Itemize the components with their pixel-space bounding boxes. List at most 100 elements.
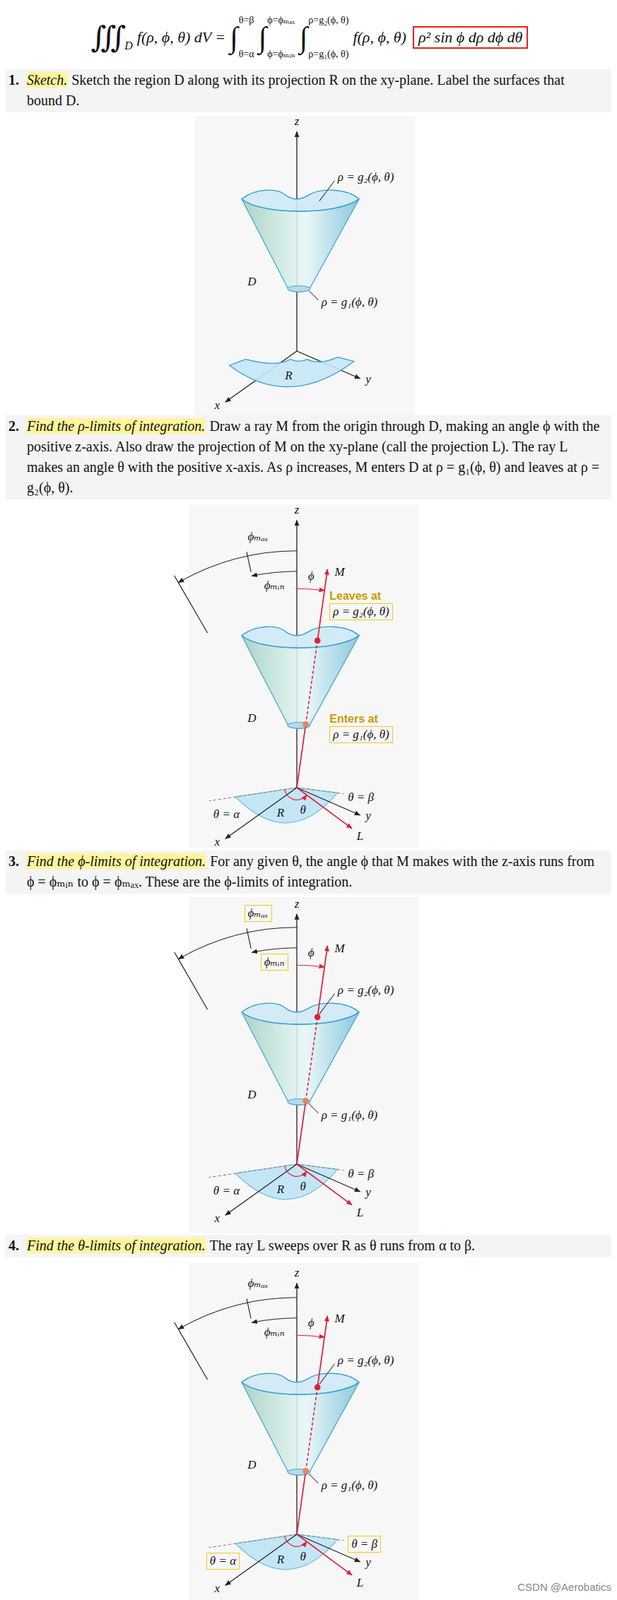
region-label: D — [247, 1088, 256, 1103]
integrand-text: ρ² sin ϕ dρ dϕ dθ — [418, 28, 523, 46]
callout-box: ϕₘₐₓ — [244, 905, 273, 923]
integrand-box: ρ² sin ϕ dρ dϕ dθ — [412, 26, 528, 49]
integral-limits: ϕ=ϕₘₐₓ ϕ=ϕₘᵢₙ — [267, 15, 296, 60]
step-band: 2.Find the ρ-limits of integration.Draw … — [5, 415, 612, 500]
limit-text: θ = β — [347, 1536, 381, 1554]
axis-label: z — [294, 897, 300, 912]
projection-label: R — [277, 1553, 285, 1568]
formula-text: f(ρ, ϕ, θ) dV = — [137, 28, 226, 47]
angle-label: ϕ — [308, 946, 315, 961]
step-heading: Sketch. — [26, 72, 68, 88]
figure-panel — [188, 1263, 420, 1600]
callout-box: Leaves atρ = g₂(ϕ, θ) — [329, 589, 393, 621]
step-number: 2. — [8, 416, 27, 499]
step-content: Find the ρ-limits of integration.Draw a … — [26, 416, 603, 499]
callout-box: θ = α — [206, 1553, 240, 1571]
angle-label: θ = α — [213, 807, 240, 822]
region-subscript: D — [124, 39, 133, 53]
upper-limit: ϕ=ϕₘₐₓ — [267, 15, 296, 26]
step-content: Find the ϕ-limits of integration.For any… — [26, 851, 603, 893]
axis-label: z — [294, 1266, 300, 1281]
axis-label: y — [365, 1185, 372, 1201]
callout-box: ϕₘᵢₙ — [260, 954, 289, 972]
region-label: D — [247, 1458, 256, 1473]
surface-label: ρ = g₁(ϕ, θ) — [321, 1108, 379, 1124]
integral-sign: ∫ — [229, 22, 239, 53]
formula-part: ∫θ=β θ=α — [229, 15, 254, 60]
angle-label: ϕₘᵢₙ — [264, 578, 285, 593]
figure-phi-limits — [174, 914, 361, 1216]
step-heading: Find the θ-limits of integration. — [26, 1238, 206, 1254]
limit-text: θ = α — [206, 1553, 240, 1571]
angle-label: ϕ — [308, 569, 315, 584]
angle-label: θ — [299, 1180, 306, 1195]
step-heading: Find the ϕ-limits of integration. — [26, 853, 206, 870]
formula-text: f(ρ, ϕ, θ) — [352, 28, 407, 47]
axis-label: z — [294, 114, 300, 129]
angle-label: θ — [299, 803, 306, 818]
formula-part: f(ρ, ϕ, θ) — [352, 28, 407, 47]
ray-label: L — [356, 1576, 364, 1591]
region-label: D — [247, 711, 256, 726]
integral-limits: θ=β θ=α — [238, 15, 255, 60]
step-number: 4. — [8, 1236, 27, 1257]
limit-text: ρ = g₂(ϕ, θ) — [329, 603, 393, 621]
angle-label: θ — [299, 1550, 306, 1565]
ray-label: M — [335, 1312, 345, 1327]
callout-box: Enters atρ = g₁(ϕ, θ) — [329, 712, 393, 744]
axis-label: y — [365, 1556, 372, 1571]
figure-panel — [194, 115, 415, 416]
triple-integral-sign: ∭ — [91, 22, 127, 53]
integral-sign: ∫ — [258, 22, 268, 53]
step-band: 3.Find the ϕ-limits of integration.For a… — [5, 850, 612, 895]
upper-limit: ρ=g₂(ϕ, θ) — [308, 15, 349, 26]
ray-label: L — [356, 1206, 364, 1221]
step-content: Find the θ-limits of integration.The ray… — [26, 1236, 603, 1257]
ray-label: M — [335, 565, 345, 580]
angle-label: θ = β — [347, 1167, 374, 1182]
angle-label: ϕₘₐₓ — [248, 530, 269, 545]
step-number: 1. — [8, 69, 27, 111]
formula-part: ∭D — [91, 22, 133, 53]
angle-label: ϕₘᵢₙ — [264, 1325, 285, 1341]
surface-label: ρ = g₂(ϕ, θ) — [337, 983, 395, 998]
axis-label: x — [214, 1582, 221, 1597]
step-number: 3. — [8, 851, 27, 893]
surface-label: ρ = g₁(ϕ, θ) — [321, 1479, 379, 1494]
lower-limit: ϕ=ϕₘᵢₙ — [267, 49, 296, 60]
figure-panel — [188, 897, 420, 1234]
projection-label: R — [277, 1183, 285, 1198]
limit-text: ϕₘᵢₙ — [260, 954, 289, 972]
angle-label: ϕₘₐₓ — [248, 1277, 269, 1292]
axis-label: y — [365, 809, 372, 824]
angle-label: θ = α — [213, 1184, 240, 1199]
surface-label: ρ = g₂(ϕ, θ) — [337, 170, 395, 185]
formula-part: ∫ϕ=ϕₘₐₓ ϕ=ϕₘᵢₙ — [258, 15, 296, 60]
limit-text: ϕₘₐₓ — [244, 905, 273, 923]
figure-theta-limits — [174, 1284, 361, 1587]
lower-limit: θ=α — [238, 49, 255, 60]
formula-part: f(ρ, ϕ, θ) dV = — [137, 28, 226, 47]
callout-heading: Enters at — [329, 712, 393, 727]
step-text: Sketch the region D along with its proje… — [26, 72, 565, 109]
surface-label: ρ = g₂(ϕ, θ) — [337, 1354, 395, 1369]
callout-heading: Leaves at — [329, 589, 393, 604]
integral-sign: ∫ — [299, 22, 309, 53]
angle-label: θ = β — [347, 790, 374, 805]
axis-label: x — [214, 835, 221, 850]
callout-box: θ = β — [347, 1536, 381, 1554]
ray-label: L — [356, 829, 364, 844]
step-content: Sketch.Sketch the region D along with it… — [26, 69, 603, 111]
formula-part: ∫ρ=g₂(ϕ, θ)ρ=g₁(ϕ, θ) — [299, 15, 350, 60]
upper-limit: θ=β — [238, 15, 255, 26]
axis-label: x — [214, 398, 221, 413]
integral-formula: ∭Df(ρ, ϕ, θ) dV =∫θ=βθ=α∫ϕ=ϕₘₐₓϕ=ϕₘᵢₙ∫ρ=… — [0, 8, 617, 67]
integral-limits: ρ=g₂(ϕ, θ)ρ=g₁(ϕ, θ) — [308, 15, 349, 60]
axis-label: y — [365, 372, 372, 387]
watermark: CSDN @Aerobatics — [517, 1581, 612, 1594]
surface-label: ρ = g₁(ϕ, θ) — [321, 295, 379, 310]
projection-label: R — [277, 806, 285, 821]
step-heading: Find the ρ-limits of integration. — [26, 418, 205, 434]
